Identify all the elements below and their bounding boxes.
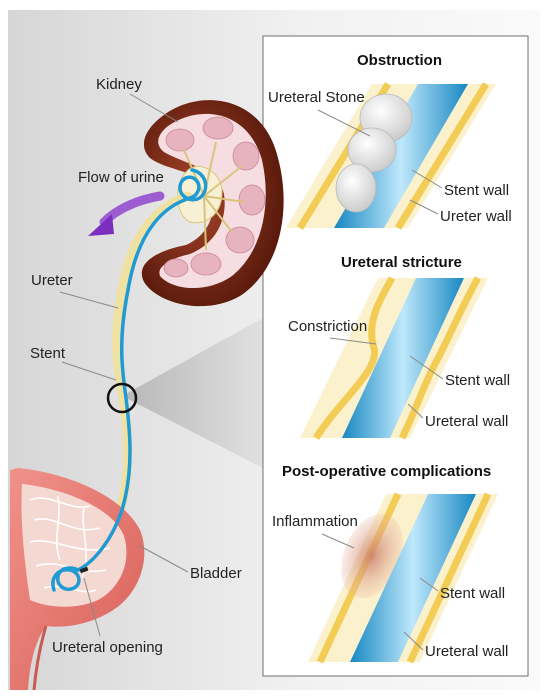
ureter-leader [59, 291, 119, 309]
bladder-inner [21, 484, 127, 607]
panel-3-label-ureteral-wall: Ureteral wall [425, 643, 508, 660]
panel-1-label-ureter-wall: Ureter wall [440, 208, 512, 225]
kidney-pyramids [163, 116, 266, 278]
stent [76, 196, 192, 572]
panel-3-inflammation [341, 513, 403, 599]
panel-2-wall-left [313, 276, 396, 440]
panel-3-leader-inflammation [321, 533, 355, 549]
kidney-leader [129, 93, 179, 123]
ureteral-opening-label: Ureteral opening [52, 639, 163, 656]
ureter-label: Ureter [31, 272, 73, 289]
panel-1-label-stone: Ureteral Stone [268, 89, 365, 106]
panel-2-leader-ureteral-wall [407, 403, 424, 419]
stent-label: Stent [30, 345, 66, 362]
panel-2-leader-stent-wall [409, 355, 444, 380]
panel-1-title: Obstruction [357, 52, 442, 69]
panel-3-stent [350, 494, 476, 662]
panel-2-title: Ureteral stricture [341, 254, 462, 271]
panel-complications: Post-operative complications Inflammatio… [272, 463, 508, 664]
panel-3-wall-right [406, 492, 492, 664]
renal-calyces [183, 141, 245, 251]
panel-stricture: Ureteral stricture Constriction Stent wa… [288, 254, 510, 440]
kidney-illustration [141, 100, 284, 307]
panel-2-leader-constriction [329, 337, 377, 345]
panel-2-wall-right [398, 276, 482, 440]
panel-1-wall-right [395, 82, 489, 230]
panel-3-title: Post-operative complications [282, 463, 491, 480]
stent-leader [61, 361, 117, 381]
flow-arrowhead [88, 214, 114, 236]
panel-3-leader-stent-wall [419, 577, 439, 592]
stent-coil-kidney [178, 168, 208, 202]
panel-2-label-stent-wall: Stent wall [445, 372, 510, 389]
panel-2-label-constriction: Constriction [288, 318, 367, 335]
panel-obstruction: Obstruction Ureteral Stone Stent wall Ur… [268, 52, 512, 230]
panel-1-stone [335, 93, 413, 213]
ureteral-opening-marker [79, 566, 89, 574]
panel-3-leader-ureteral-wall [403, 631, 424, 651]
panel-3-label-inflammation: Inflammation [272, 513, 358, 530]
zoom-cone [122, 318, 263, 468]
kidney-label: Kidney [96, 76, 142, 93]
stent-coil-bladder [51, 566, 81, 592]
magnifier-circle [106, 382, 138, 414]
bladder-label: Bladder [190, 565, 242, 582]
panel-1-leader-ureter-wall [409, 199, 439, 215]
flow-label: Flow of urine [78, 169, 164, 186]
panel-1-leader-stone [317, 109, 371, 137]
panel-2-stent [342, 278, 464, 438]
panel-1-label-stent-wall: Stent wall [444, 182, 509, 199]
urethra [32, 625, 48, 691]
panel-2-label-ureteral-wall: Ureteral wall [425, 413, 508, 430]
bladder-leader [139, 545, 189, 573]
ureteral-opening-leader [83, 577, 101, 637]
panel-1-leader-stent-wall [411, 169, 443, 189]
panel-3-label-stent-wall: Stent wall [440, 585, 505, 602]
